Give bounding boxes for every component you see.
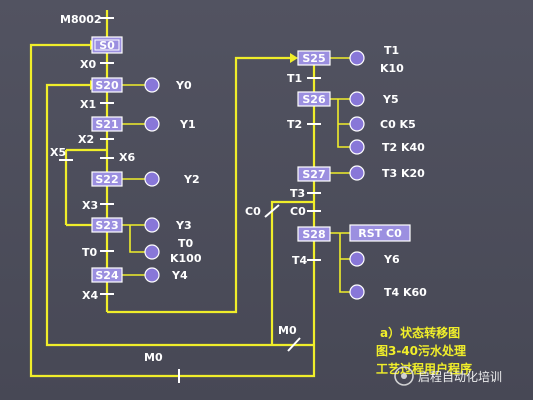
state-s26: S26: [297, 91, 331, 107]
label-t1: T1: [287, 72, 302, 85]
state-s22: S22: [91, 171, 123, 187]
output-t3-circle: [349, 165, 365, 181]
output-label-y5: Y5: [382, 93, 399, 106]
c0-left-tick: [264, 204, 280, 218]
output-label-t2k40: T2 K40: [382, 141, 425, 154]
output-y0-circle: [144, 77, 160, 93]
s25-arrow: [290, 53, 298, 63]
watermark-logo-icon: [394, 366, 414, 386]
output-y6-circle: [349, 251, 365, 267]
svg-text:S28: S28: [302, 228, 325, 241]
output-y4-circle: [144, 267, 160, 283]
c0-loop-line: [270, 200, 314, 345]
output-label-y4: Y4: [171, 269, 188, 282]
caption-line-3: 工艺过程用户程序: [376, 361, 472, 376]
watermark-text: 启程自动化培训: [418, 369, 502, 384]
label-t4: T4: [292, 254, 308, 267]
state-s0: S0: [91, 36, 123, 54]
svg-text:S22: S22: [95, 173, 118, 186]
state-s24: S24: [91, 267, 123, 283]
label-t3: T3: [290, 187, 305, 200]
label-m0-right: M0: [278, 324, 297, 337]
s24-to-s25-line: [107, 56, 290, 314]
output-t2-circle: [349, 139, 365, 155]
output-label-t1: T1: [384, 44, 399, 57]
output-c0-circle: [349, 116, 365, 132]
caption-line-2: 图3-40污水处理: [376, 343, 466, 358]
svg-text:S24: S24: [95, 269, 119, 282]
output-label-t3k20: T3 K20: [382, 167, 425, 180]
output-t1-circle: [349, 50, 365, 66]
state-s21: S21: [91, 116, 123, 132]
label-c0-left: C0: [245, 205, 261, 218]
output-y5-circle: [349, 91, 365, 107]
output-y1-circle: [144, 116, 160, 132]
output-label-t0: T0: [178, 237, 194, 250]
output-label-y2: Y2: [183, 173, 200, 186]
label-m8002: M8002: [60, 13, 102, 26]
label-x2: X2: [78, 133, 94, 146]
label-x3: X3: [82, 199, 98, 212]
label-x6: X6: [119, 151, 135, 164]
m0-return-s0: [29, 43, 316, 378]
label-t0: T0: [82, 246, 98, 259]
label-t2: T2: [287, 118, 302, 131]
output-y3-circle: [144, 217, 160, 233]
rst-c0-box: RST C0: [349, 224, 411, 242]
svg-text:S0: S0: [99, 39, 115, 52]
label-x1: X1: [80, 98, 96, 111]
output-t4-circle: [349, 284, 365, 300]
watermark: 启程自动化培训: [394, 366, 502, 386]
svg-text:S21: S21: [95, 118, 118, 131]
svg-text:S20: S20: [95, 79, 119, 92]
m0-right-tick: [287, 337, 301, 352]
output-label-c0k5: C0 K5: [380, 118, 416, 131]
output-label-t4k60: T4 K60: [384, 286, 427, 299]
svg-text:S26: S26: [302, 93, 326, 106]
output-label-y6: Y6: [383, 253, 400, 266]
output-label-k100: K100: [170, 252, 202, 265]
state-s20: S20: [91, 77, 123, 93]
label-x0: X0: [80, 58, 96, 71]
svg-text:S25: S25: [302, 52, 325, 65]
state-s23: S23: [91, 217, 123, 233]
output-label-y3: Y3: [175, 219, 192, 232]
caption-line-1: a）状态转移图: [380, 325, 460, 340]
state-s28: S28: [297, 226, 331, 242]
output-label-y1: Y1: [179, 118, 196, 131]
label-x5: X5: [50, 146, 66, 159]
state-s27: S27: [297, 166, 331, 182]
label-m0-bottom: M0: [144, 351, 163, 364]
m0-return-s20: [45, 83, 314, 347]
label-c0-right: C0: [290, 205, 306, 218]
svg-text:S23: S23: [95, 219, 118, 232]
state-s25: S25: [297, 50, 331, 66]
output-label-k10: K10: [380, 62, 404, 75]
output-label-y0: Y0: [175, 79, 192, 92]
label-x4: X4: [82, 289, 98, 302]
svg-text:RST C0: RST C0: [358, 227, 402, 240]
output-t0-circle: [144, 244, 160, 260]
svg-text:S27: S27: [302, 168, 325, 181]
output-y2-circle: [144, 171, 160, 187]
